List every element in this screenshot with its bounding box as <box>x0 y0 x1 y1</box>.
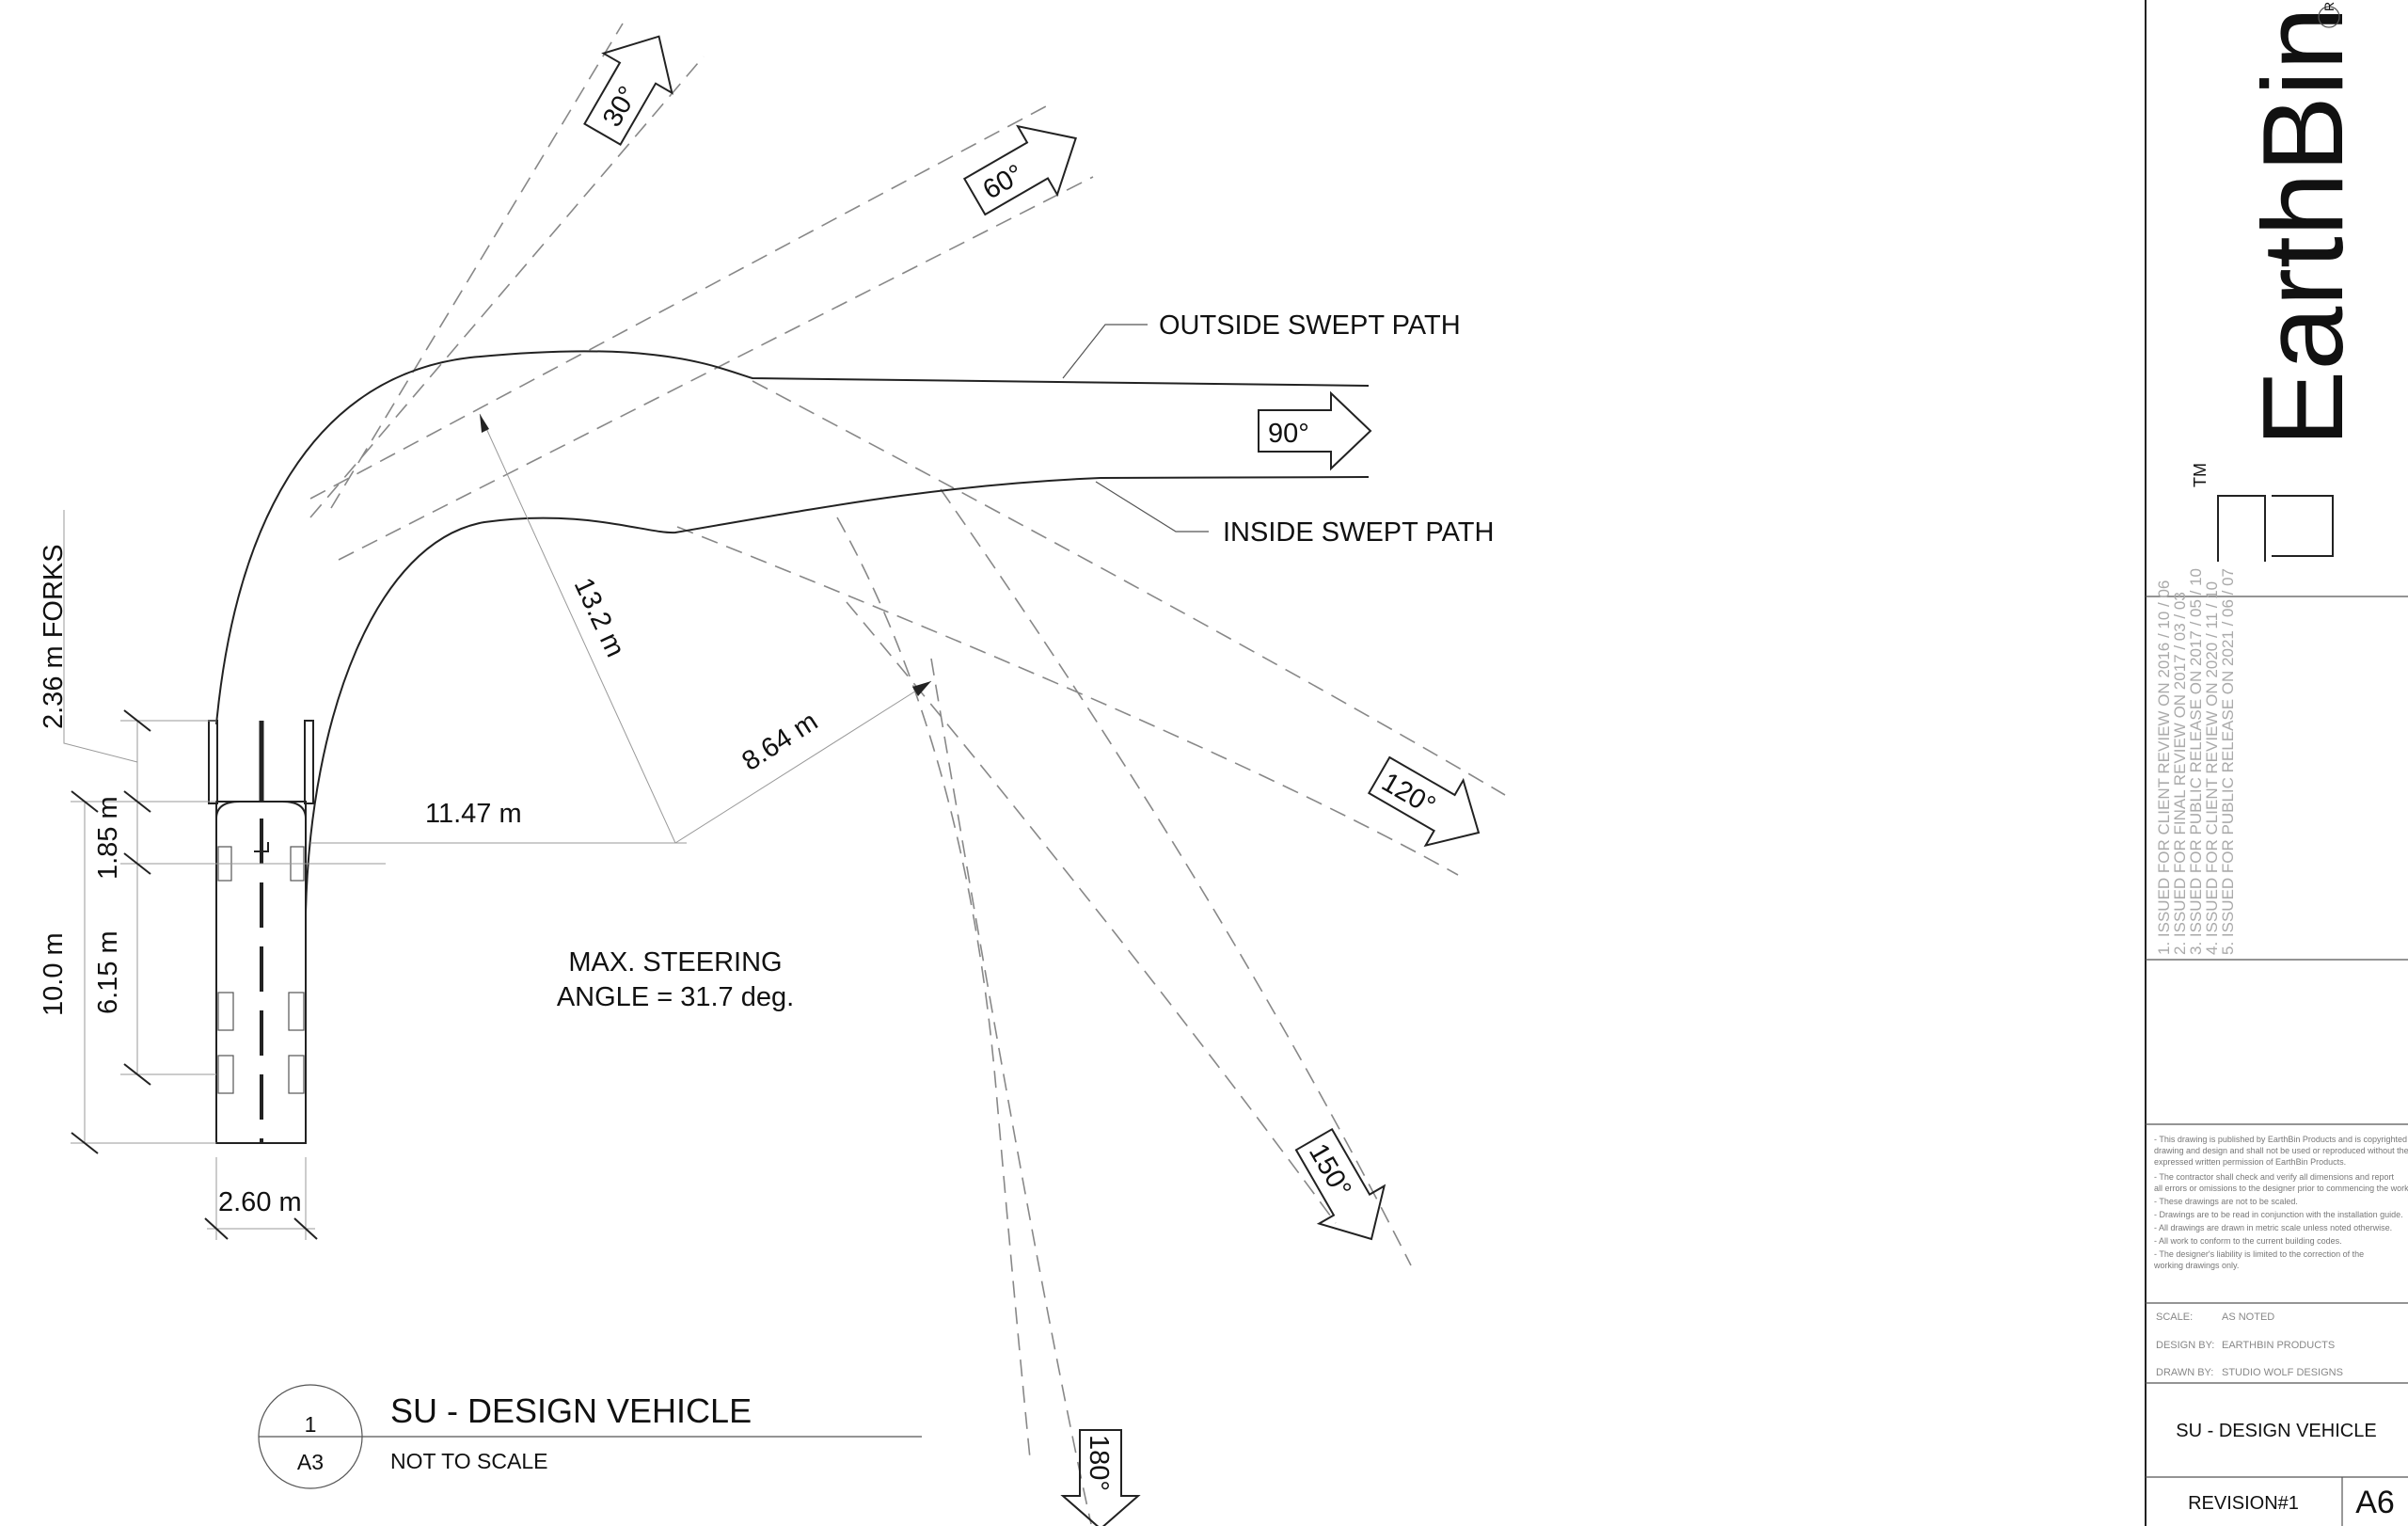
swept-paths <box>215 324 1370 914</box>
revision-number: REVISION#1 <box>2188 1493 2299 1514</box>
radius-outer-label: 13.2 m <box>568 573 630 661</box>
angle-lines <box>309 23 1506 1525</box>
width-dimension: 2.60 m <box>218 1187 302 1217</box>
outside-path-label: OUTSIDE SWEPT PATH <box>1159 310 1461 341</box>
svg-text:- The contractor shall check a: - The contractor shall check and verify … <box>2154 1172 2394 1182</box>
vehicle-dimensions <box>63 510 386 1240</box>
drawn-label: DRAWN BY: <box>2156 1367 2213 1378</box>
detail-title: SU - DESIGN VEHICLE <box>390 1391 752 1430</box>
sheet-title: SU - DESIGN VEHICLE <box>2176 1421 2376 1441</box>
forks-dimension: 2.36 m FORKS <box>39 544 69 729</box>
revision-item: 2. ISSUED FOR FINAL REVIEW ON 2017 / 03 … <box>2171 592 2189 955</box>
sheet-number: A6 <box>2355 1485 2395 1520</box>
svg-text:120°: 120° <box>1376 767 1440 821</box>
detail-label <box>258 1384 922 1489</box>
svg-text:90°: 90° <box>1268 419 1309 449</box>
inside-swept-path <box>305 476 1370 914</box>
overall-length-dimension: 10.0 m <box>39 932 69 1016</box>
drawn-value: STUDIO WOLF DESIGNS <box>2222 1367 2343 1378</box>
scale-value: AS NOTED <box>2222 1311 2274 1323</box>
wheelbase-dimension: 6.15 m <box>93 930 123 1014</box>
svg-text:- This drawing is published by: - This drawing is published by EarthBin … <box>2154 1135 2407 1144</box>
svg-text:R: R <box>2321 2 2337 11</box>
detail-sheet: A3 <box>297 1450 324 1474</box>
svg-text:- All drawings are drawn in me: - All drawings are drawn in metric scale… <box>2154 1223 2392 1232</box>
svg-text:- Drawings are to be read in c: - Drawings are to be read in conjunction… <box>2154 1210 2403 1219</box>
svg-text:150°: 150° <box>1303 1138 1357 1202</box>
angle-marker-120: 120° <box>1367 755 1481 848</box>
angle-marker-90: 90° <box>1258 390 1372 471</box>
front-overhang-dimension: 1.85 m <box>93 796 123 880</box>
steering-note-line-2: ANGLE = 31.7 deg. <box>557 982 794 1012</box>
design-value: EARTHBIN PRODUCTS <box>2222 1340 2335 1351</box>
title-block <box>2145 0 2408 1526</box>
bin-logo-icon <box>2217 495 2334 562</box>
design-label: DESIGN BY: <box>2156 1340 2214 1351</box>
steering-note-line-1: MAX. STEERING <box>568 947 782 978</box>
outside-swept-path <box>215 350 1370 725</box>
svg-text:working drawings only.: working drawings only. <box>2153 1261 2239 1270</box>
angle-marker-180: 180° <box>1060 1429 1141 1526</box>
detail-subtitle: NOT TO SCALE <box>390 1449 547 1473</box>
registered-icon: R <box>2318 2 2340 28</box>
revision-list: 1. ISSUED FOR CLIENT REVIEW ON 2016 / 10… <box>2155 568 2237 955</box>
drawing-meta: SCALE: AS NOTED DESIGN BY: EARTHBIN PROD… <box>2156 1311 2343 1378</box>
svg-text:- The designer's liability is: - The designer's liability is limited to… <box>2154 1249 2364 1259</box>
logo-wordmark: EarthBin <box>2239 7 2367 447</box>
svg-text:all errors or omissions to the: all errors or omissions to the designer … <box>2154 1184 2408 1193</box>
svg-text:- All work to conform to the c: - All work to conform to the current bui… <box>2154 1236 2342 1246</box>
revision-item: 4. ISSUED FOR CLIENT REVIEW ON 2020 / 11… <box>2203 581 2221 955</box>
svg-text:drawing and design and shall n: drawing and design and shall not be used… <box>2154 1146 2408 1155</box>
svg-text:expressed written permission o: expressed written permission of EarthBin… <box>2154 1157 2346 1167</box>
angle-marker-30: 30° <box>583 35 673 146</box>
revision-item: 5. ISSUED FOR PUBLIC RELEASE ON 2021 / 0… <box>2219 568 2237 955</box>
revision-item: 3. ISSUED FOR PUBLIC RELEASE ON 2017 / 0… <box>2187 568 2205 955</box>
trademark-symbol: TM <box>2191 463 2210 487</box>
offset-label: 11.47 m <box>425 799 522 829</box>
inside-path-label: INSIDE SWEPT PATH <box>1223 517 1494 548</box>
scale-label: SCALE: <box>2156 1311 2193 1323</box>
angle-marker-150: 150° <box>1294 1127 1386 1241</box>
revision-item: 1. ISSUED FOR CLIENT REVIEW ON 2016 / 10… <box>2155 580 2173 955</box>
radius-inner-label: 8.64 m <box>737 707 823 777</box>
radius-dimensions <box>310 413 932 844</box>
svg-text:180°: 180° <box>1084 1435 1114 1491</box>
svg-text:- These drawings are not to be: - These drawings are not to be scaled. <box>2154 1197 2298 1206</box>
vehicle <box>208 720 314 1144</box>
detail-number: 1 <box>305 1412 317 1437</box>
general-notes: - This drawing is published by EarthBin … <box>2153 1135 2408 1270</box>
